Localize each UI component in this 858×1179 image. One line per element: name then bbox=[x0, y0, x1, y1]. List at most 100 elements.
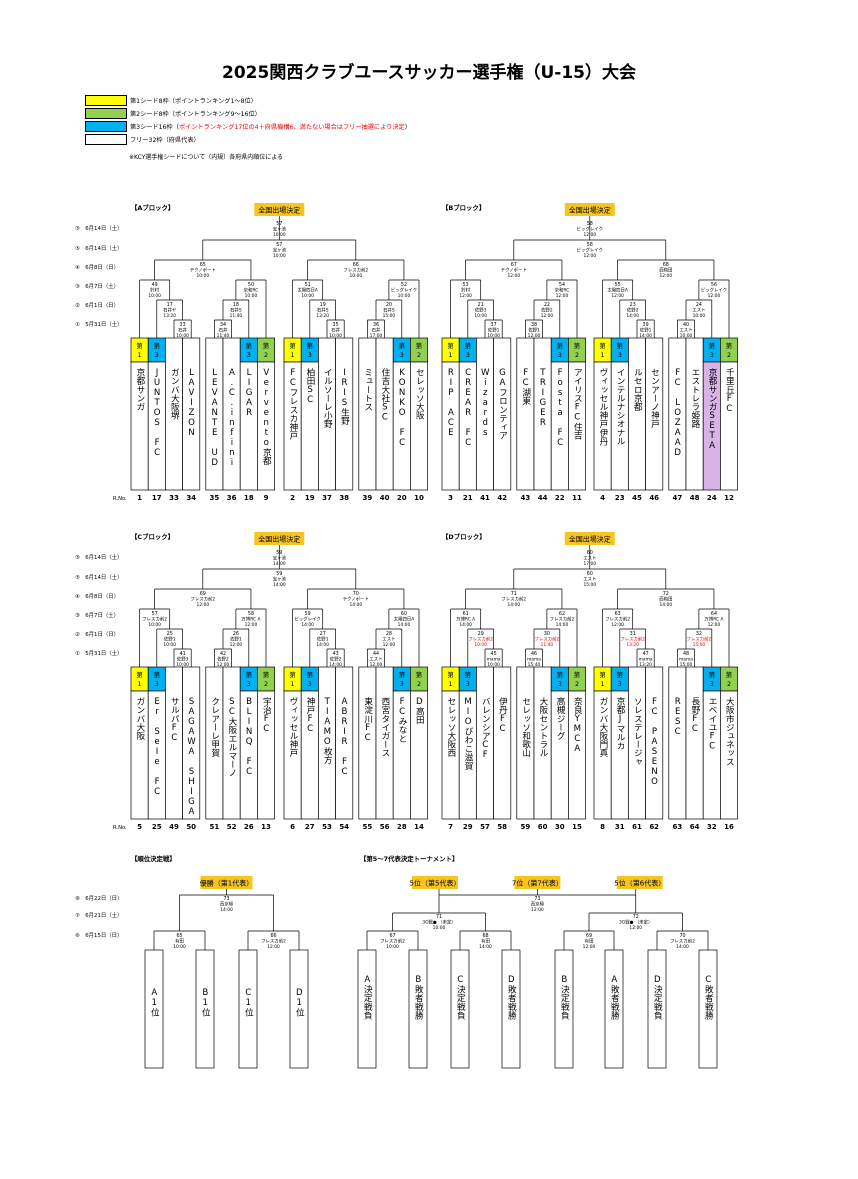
match-no: 72 bbox=[633, 914, 639, 920]
match-time: 14:00 bbox=[316, 642, 329, 648]
badge-text: 7位（第7代表） bbox=[512, 879, 563, 888]
round-date: ⑤ 6月14日（土） bbox=[75, 244, 122, 252]
round-date: ⑤ 6月14日（土） bbox=[75, 553, 122, 561]
match-venue: 佐野2 bbox=[217, 656, 229, 663]
match-time: 14:00 bbox=[459, 622, 472, 628]
match-no: 17 bbox=[167, 302, 173, 308]
match-no: 71 bbox=[436, 914, 442, 920]
seed-label: 2 bbox=[727, 351, 731, 359]
match-no: 71 bbox=[511, 591, 517, 597]
match-no: 60 bbox=[587, 550, 593, 556]
match-venue: mama bbox=[527, 658, 541, 663]
team-no: 59 bbox=[521, 823, 531, 831]
legend-text: 第3シード16枠（ポイントランキング17位の4＋府県機構6、満たない場合はフリー… bbox=[130, 124, 411, 131]
match-venue: ビッグレイク bbox=[577, 247, 603, 254]
match-no: 59 bbox=[276, 571, 282, 577]
seed-label: 3 bbox=[558, 351, 562, 359]
seed-label: 第 bbox=[399, 670, 406, 679]
team-no: 64 bbox=[690, 823, 700, 831]
match-time: 15:00 bbox=[583, 582, 596, 588]
team-name: セレッソ大阪 bbox=[414, 368, 425, 420]
team-no: 16 bbox=[724, 823, 734, 831]
match-time: 11:40 bbox=[230, 313, 243, 319]
team-no: 19 bbox=[305, 494, 315, 502]
match-no: 59 bbox=[305, 611, 311, 617]
seed-label: 第 bbox=[726, 341, 733, 350]
block-name: 【Cブロック】 bbox=[131, 532, 174, 541]
team-no: 15 bbox=[572, 823, 582, 831]
team-no: 28 bbox=[397, 823, 407, 831]
match-no: 68 bbox=[663, 262, 669, 268]
match-venue: 佐野2 bbox=[330, 656, 342, 663]
team-name: 大阪セントラル bbox=[537, 697, 548, 758]
match-venue: エスト bbox=[369, 657, 382, 663]
match-time: 14:00 bbox=[556, 622, 569, 628]
match-venue: 3G戦● （未定） bbox=[422, 919, 455, 926]
team-no: 3 bbox=[448, 494, 453, 502]
team-name: クレアーレ甲賀 bbox=[209, 697, 220, 758]
team-name: Er SeIe FC bbox=[152, 697, 163, 797]
team-name: FCフレスカ神戸 bbox=[287, 368, 298, 440]
seed-label: 第 bbox=[289, 670, 296, 679]
match-time: 12:00 bbox=[267, 944, 280, 950]
team-no: 27 bbox=[305, 823, 315, 831]
team-name: 伊丹FC bbox=[497, 697, 508, 735]
team-no: 39 bbox=[363, 494, 373, 502]
team-name: RIP ACE bbox=[445, 368, 456, 438]
team-no: 23 bbox=[615, 494, 625, 502]
match-no: 73 bbox=[534, 896, 540, 902]
team-name: JUNTOS FC bbox=[152, 368, 163, 458]
round-date: ⑧ 6月22日（日） bbox=[75, 895, 122, 902]
match-time: 11:40 bbox=[217, 333, 230, 339]
match-time: 14:00 bbox=[676, 944, 689, 950]
seed-label: 第 bbox=[154, 670, 161, 679]
match-no: 58 bbox=[248, 611, 254, 617]
round-date: ② 6月1日（日） bbox=[75, 631, 119, 638]
team-name: C決定戦負 bbox=[455, 975, 466, 1020]
team-no: 32 bbox=[707, 823, 717, 831]
block-name: 【Dブロック】 bbox=[442, 532, 486, 541]
team-no: 47 bbox=[673, 494, 683, 502]
match-no: 50 bbox=[248, 282, 254, 288]
seed-label: 第 bbox=[617, 670, 624, 679]
team-name: GAフロンティア bbox=[497, 368, 508, 440]
match-no: 72 bbox=[663, 591, 669, 597]
match-no: 61 bbox=[463, 611, 469, 617]
team-name: FC PASENO bbox=[649, 697, 660, 787]
match-no: 60 bbox=[401, 611, 407, 617]
match-no: 73 bbox=[223, 896, 229, 902]
team-name: 大阪市ジュネッス bbox=[724, 697, 735, 766]
match-venue: 万博RC A bbox=[704, 616, 723, 623]
match-time: 14:00 bbox=[639, 333, 652, 339]
match-time: 13:20 bbox=[626, 642, 639, 648]
match-venue: フレスカ前2 bbox=[190, 596, 215, 603]
team-no: 12 bbox=[724, 494, 734, 502]
match-time: 12:00 bbox=[230, 642, 243, 648]
team-name: 西宮タイガース bbox=[379, 697, 390, 758]
match-no: 51 bbox=[305, 282, 311, 288]
match-no: 32 bbox=[696, 631, 702, 637]
match-time: 10:00 bbox=[301, 293, 314, 299]
match-venue: 宝ヶ池 bbox=[273, 247, 287, 254]
team-no: 57 bbox=[480, 823, 490, 831]
match-venue: 西梅田 bbox=[659, 596, 672, 603]
badge bbox=[254, 532, 305, 545]
match-venue: フレスカ前2 bbox=[501, 596, 526, 603]
seed-label: 3 bbox=[308, 680, 312, 688]
team-no: 24 bbox=[707, 494, 717, 502]
team-name: インテルナシオナル bbox=[615, 368, 626, 446]
match-no: 53 bbox=[463, 282, 469, 288]
team-name: ソレステレージャ bbox=[632, 697, 643, 766]
team-no: 62 bbox=[649, 823, 659, 831]
team-no: 60 bbox=[538, 823, 548, 831]
match-time: 12:00 bbox=[507, 273, 520, 279]
match-venue: フレスカ前2 bbox=[142, 616, 167, 623]
match-venue: mama bbox=[487, 658, 501, 663]
seed-label: 第 bbox=[574, 341, 581, 350]
match-venue: 石井ヤ bbox=[163, 307, 177, 314]
match-no: 60 bbox=[587, 571, 593, 577]
match-venue: フレスカ前2 bbox=[535, 636, 560, 643]
match-venue: エスト bbox=[583, 556, 596, 562]
match-venue: 石井 bbox=[178, 327, 187, 334]
